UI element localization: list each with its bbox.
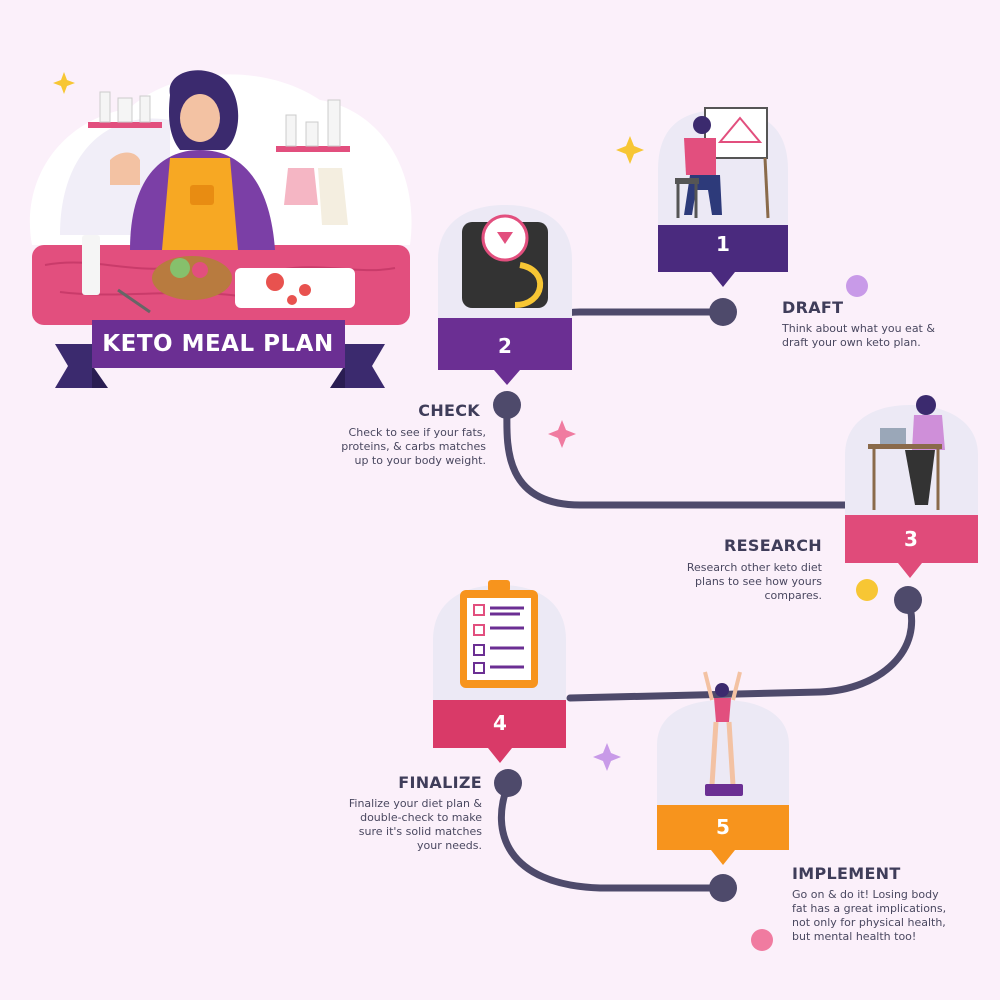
- step-title-research: RESEARCH: [724, 536, 822, 555]
- page-title: KETO MEAL PLAN: [102, 331, 334, 357]
- scale-person-icon: [703, 671, 743, 796]
- step-card-2: [438, 205, 572, 385]
- step-title-check: CHECK: [418, 401, 480, 420]
- step-title-implement: IMPLEMENT: [792, 864, 901, 883]
- decorative-dots: [751, 275, 878, 951]
- step-number-1: 1: [716, 232, 730, 256]
- step-desc-implement: Go on & do it! Losing body fat has a gre…: [792, 888, 947, 943]
- step-desc-research: Research other keto diet plans to see ho…: [686, 561, 822, 602]
- laptop-desk-icon: [868, 395, 945, 510]
- step-card-1: [658, 107, 788, 287]
- step-title-draft: DRAFT: [782, 298, 844, 317]
- step-desc-check: Check to see if your fats, proteins, & c…: [341, 426, 486, 467]
- step-number-5: 5: [716, 815, 730, 839]
- step-title-finalize: FINALIZE: [398, 773, 482, 792]
- step-number-3: 3: [904, 527, 918, 551]
- step-number-2: 2: [498, 334, 512, 358]
- clipboard-checklist-icon: [460, 580, 538, 688]
- step-desc-finalize: Finalize your diet plan & double-check t…: [348, 797, 482, 852]
- step-desc-draft: Think about what you eat & draft your ow…: [782, 322, 935, 349]
- step-card-4: [433, 580, 566, 763]
- ribbon-banner: [55, 320, 385, 388]
- step-card-3: [845, 395, 978, 578]
- scale-icon: [462, 214, 548, 308]
- timeline-nodes: [493, 298, 922, 902]
- chef-illustration: [29, 70, 412, 325]
- step-card-5: [657, 671, 789, 865]
- sparkle-icon: [53, 72, 644, 771]
- easel-icon: [675, 107, 770, 219]
- step-number-4: 4: [493, 711, 507, 735]
